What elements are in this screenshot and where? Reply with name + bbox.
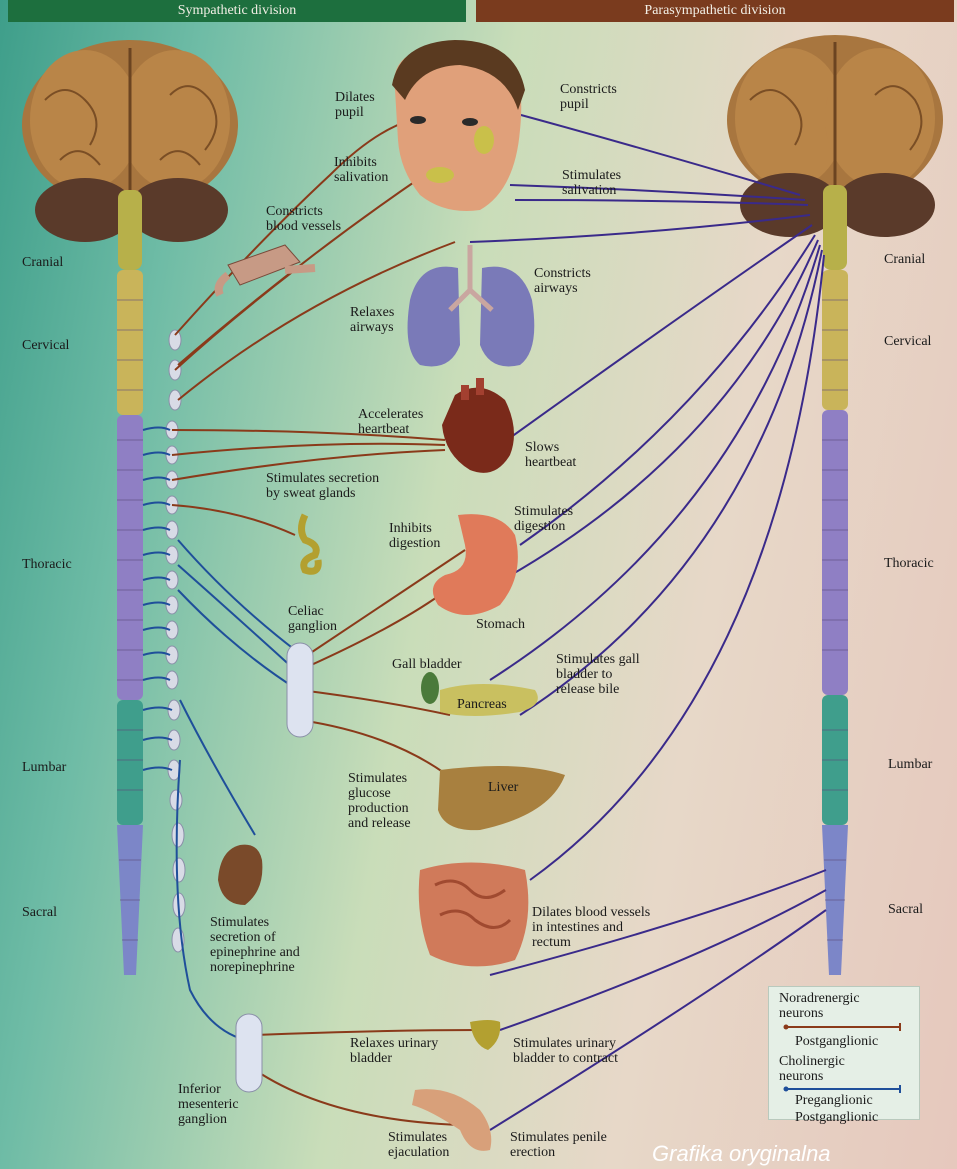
right-spinal-cord <box>822 185 848 975</box>
stomach-illustration <box>433 514 518 615</box>
label-pancreas: Pancreas <box>457 697 507 712</box>
region-cervical-left: Cervical <box>22 338 69 353</box>
label-stimulates-digestion: Stimulates digestion <box>514 504 573 534</box>
adrenal-kidney-illustration <box>218 845 262 905</box>
label-inhibits-digestion: Inhibits digestion <box>389 521 440 551</box>
legend: Noradrenergic neurons Postganglionic Cho… <box>768 986 920 1120</box>
legend-postganglionic-line <box>783 1023 903 1031</box>
label-celiac-ganglion: Celiac ganglion <box>288 604 337 634</box>
region-sacral-right: Sacral <box>888 902 923 917</box>
region-cranial-left: Cranial <box>22 255 63 270</box>
legend-postganglionic2-label: Postganglionic <box>795 1110 878 1125</box>
legend-noradrenergic: Noradrenergic neurons <box>779 991 860 1021</box>
celiac-ganglion-shape <box>287 643 313 737</box>
legend-cholinergic: Cholinergic neurons <box>779 1054 845 1084</box>
region-lumbar-left: Lumbar <box>22 760 66 775</box>
label-stomach: Stomach <box>476 617 525 632</box>
liver-illustration <box>438 766 565 830</box>
label-liver: Liver <box>488 780 518 795</box>
region-cranial-right: Cranial <box>884 252 925 267</box>
label-dilates-blood-vessels: Dilates blood vessels in intestines and … <box>532 905 650 950</box>
label-constricts-airways: Constricts airways <box>534 266 591 296</box>
label-dilates-pupil: Dilates pupil <box>335 90 375 120</box>
label-stimulates-sweat-glands: Stimulates secretion by sweat glands <box>266 471 379 501</box>
legend-preganglionic-line <box>783 1085 903 1093</box>
face-illustration <box>392 40 525 211</box>
label-constricts-pupil: Constricts pupil <box>560 82 617 112</box>
label-inhibits-salivation: Inhibits salivation <box>334 155 388 185</box>
intestines-illustration <box>419 863 529 967</box>
region-thoracic-left: Thoracic <box>22 557 72 572</box>
label-relaxes-airways: Relaxes airways <box>350 305 394 335</box>
label-inferior-mesenteric-ganglion: Inferior mesenteric ganglion <box>178 1082 239 1127</box>
region-thoracic-right: Thoracic <box>884 556 934 571</box>
label-stimulates-salivation: Stimulates salivation <box>562 168 621 198</box>
label-stimulates-glucose: Stimulates glucose production and releas… <box>348 771 411 831</box>
legend-postganglionic-label: Postganglionic <box>795 1034 878 1049</box>
label-relaxes-urinary-bladder: Relaxes urinary bladder <box>350 1036 438 1066</box>
region-cervical-right: Cervical <box>884 334 931 349</box>
label-stimulates-penile-erection: Stimulates penile erection <box>510 1130 607 1160</box>
legend-preganglionic-label: Preganglionic <box>795 1093 873 1108</box>
inferior-mesenteric-ganglion-shape <box>236 1014 262 1092</box>
lungs-illustration <box>408 245 535 366</box>
label-stimulates-epinephrine: Stimulates secretion of epinephrine and … <box>210 915 300 975</box>
label-stimulates-ejaculation: Stimulates ejaculation <box>388 1130 449 1160</box>
label-slows-heartbeat: Slows heartbeat <box>525 440 576 470</box>
label-stimulates-bladder-contract: Stimulates urinary bladder to contract <box>513 1036 618 1066</box>
urinary-bladder-illustration <box>470 1020 500 1050</box>
label-stimulates-gall-bladder: Stimulates gall bladder to release bile <box>556 652 640 697</box>
sweat-gland-illustration <box>302 515 319 571</box>
heart-illustration <box>442 378 514 473</box>
label-accelerates-heartbeat: Accelerates heartbeat <box>358 407 423 437</box>
credit-caption: Grafika oryginalna <box>652 1141 952 1167</box>
label-constricts-blood-vessels: Constricts blood vessels <box>266 204 341 234</box>
blood-vessel-illustration <box>219 245 315 295</box>
label-gall-bladder: Gall bladder <box>392 657 462 672</box>
sympathetic-chain <box>166 330 185 952</box>
region-sacral-left: Sacral <box>22 905 57 920</box>
region-lumbar-right: Lumbar <box>888 757 932 772</box>
left-spinal-cord <box>117 190 143 975</box>
gall-bladder-illustration <box>421 672 439 704</box>
